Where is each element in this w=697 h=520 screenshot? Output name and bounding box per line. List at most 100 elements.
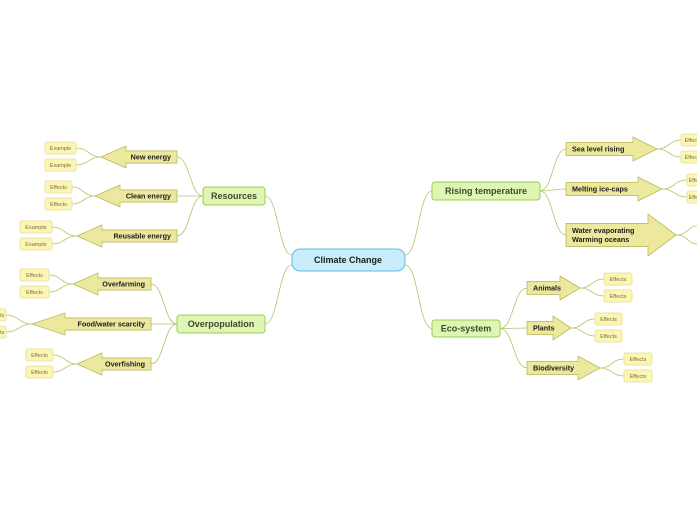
resources-item-1-connector [176, 156, 204, 197]
ecosystem-item-2-leaf-2-connector [570, 327, 596, 337]
ecosystem-item-3-leaf-1[interactable] [623, 352, 653, 366]
overpopulation-item-3-leaf-2-label: Effects [31, 370, 48, 376]
ecosystem-item-1-leaf-1-label: Effects [610, 277, 627, 283]
resources-item-2-leaf-1[interactable] [44, 180, 73, 194]
overpopulation-item-3-leaf-1-label: Effects [31, 353, 48, 359]
rising-item-2-leaf-1[interactable] [686, 173, 697, 187]
ecosystem-item-3-leaf-2-connector [599, 367, 625, 377]
overpopulation-item-1-leaf-2-label: Effects [26, 290, 43, 296]
ecosystem-item-3-leaf-1-connector [599, 358, 625, 369]
rising-item-1-arrow[interactable] [565, 136, 658, 162]
ecosystem-item-1-leaf-1[interactable] [603, 272, 633, 286]
ecosystem-item-1-label: Animals [533, 283, 561, 292]
ecosystem-item-3-connector [499, 328, 528, 369]
ecosystem-item-2-leaf-2[interactable] [594, 329, 623, 343]
rising-connector [404, 190, 433, 256]
rising-item-2-label: Melting ice-caps [572, 184, 628, 193]
resources-item-3-connector [176, 195, 204, 237]
resources-item-3-leaf-2-label: Example [25, 242, 46, 248]
resources-item-1-arrow[interactable] [100, 145, 178, 169]
ecosystem-item-1-leaf-2-label: Effects [610, 294, 627, 300]
ecosystem-item-2-leaf-2-label: Effects [600, 334, 617, 340]
overpopulation-item-2-leaf-1[interactable] [0, 308, 7, 322]
rising-item-1-leaf-2[interactable] [680, 150, 697, 164]
rising-item-3-connector [539, 190, 567, 236]
resources-item-2-leaf-2[interactable] [44, 197, 73, 211]
overpopulation-item-3-leaf-1[interactable] [25, 348, 54, 362]
connector-layer [5, 139, 697, 377]
resources-item-1-leaf-2-connector [75, 156, 102, 166]
ecosystem-item-2-leaf-1[interactable] [594, 312, 623, 326]
overpopulation-item-2-leaf-2[interactable] [0, 325, 7, 339]
resources-item-2-arrow[interactable] [94, 184, 178, 208]
ecosystem-item-1-leaf-2-connector [579, 287, 605, 297]
ecosystem-item-3-arrow[interactable] [526, 355, 601, 381]
overpopulation-item-1-leaf-1-connector [48, 274, 74, 285]
resources-item-1-leaf-1-connector [75, 147, 102, 158]
overpopulation-item-2-leaf-1-connector [5, 314, 33, 325]
resources-item-3-arrow[interactable] [76, 224, 178, 248]
overpopulation-item-1-leaf-2[interactable] [19, 285, 50, 299]
ecosystem-item-1-leaf-1-connector [579, 278, 605, 289]
resources-item-3-label: Reusable energy [113, 231, 171, 240]
rising-item-2-leaf-2-label: Effects [689, 195, 697, 201]
rising-item-3-stub-bottom [675, 234, 697, 245]
ecosystem-item-2-arrow[interactable] [526, 315, 572, 341]
ecosystem-connector [404, 264, 433, 329]
central-topic-label: Climate Change [314, 255, 382, 265]
resources-item-3-leaf-1-connector [51, 226, 78, 237]
overpopulation-item-2-leaf-1-label: Effects [0, 313, 5, 319]
resources-topic[interactable] [202, 186, 266, 206]
rising-item-1-leaf-2-label: Effects [685, 155, 697, 161]
overpopulation-item-3-leaf-2-connector [52, 363, 78, 373]
resources-item-1-leaf-2[interactable] [44, 158, 77, 172]
rising-item-3-arrow[interactable] [565, 213, 677, 257]
rising-item-2-leaf-2[interactable] [686, 190, 697, 204]
ecosystem-item-3-leaf-1-label: Effects [630, 357, 647, 363]
ecosystem-topic[interactable] [431, 319, 501, 338]
rising-item-1-leaf-1[interactable] [680, 133, 697, 147]
resources-item-1-leaf-2-label: Example [50, 163, 71, 169]
rising-item-1-leaf-1-label: Effects [685, 138, 697, 144]
overpopulation-item-1-label: Overfarming [102, 279, 145, 288]
overpopulation-topic[interactable] [176, 314, 266, 334]
overpopulation-item-3-label: Overfishing [105, 359, 145, 368]
resources-item-1-leaf-1[interactable] [44, 141, 77, 155]
ecosystem-item-1-arrow[interactable] [526, 275, 581, 301]
rising-topic[interactable] [431, 181, 541, 201]
resources-item-2-label: Clean energy [126, 191, 171, 200]
rising-item-1-leaf-1-connector [656, 139, 682, 150]
ecosystem-item-3-leaf-2[interactable] [623, 369, 653, 383]
resources-connector [264, 195, 293, 256]
overpopulation-item-2-leaf-2-connector [5, 323, 33, 333]
overpopulation-item-3-leaf-1-connector [52, 354, 78, 365]
rising-item-1-connector [539, 148, 567, 192]
resources-item-3-leaf-1[interactable] [19, 220, 53, 234]
rising-item-2-connector [539, 188, 567, 192]
resources-item-3-leaf-2[interactable] [19, 237, 53, 251]
overpopulation-item-1-leaf-1-label: Effects [26, 273, 43, 279]
ecosystem-item-1-connector [499, 287, 528, 329]
overpopulation-item-2-arrow[interactable] [30, 312, 152, 336]
overpopulation-item-1-arrow[interactable] [72, 272, 152, 296]
resources-item-1-label: New energy [131, 152, 171, 161]
ecosystem-item-3-leaf-2-label: Effects [630, 374, 647, 380]
overpopulation-item-3-leaf-2[interactable] [25, 365, 54, 379]
rising-item-1-label: Sea level rising [572, 144, 624, 153]
ecosystem-topic-label: Eco-system [441, 323, 492, 333]
rising-item-2-arrow[interactable] [565, 176, 663, 202]
rising-item-1-leaf-2-connector [656, 148, 682, 158]
ecosystem-item-2-label: Plants [533, 323, 555, 332]
resources-item-2-leaf-2-label: Effects [50, 202, 67, 208]
ecosystem-item-1-leaf-2[interactable] [603, 289, 633, 303]
ecosystem-item-2-leaf-1-connector [570, 318, 596, 329]
overpopulation-item-1-leaf-2-connector [48, 283, 74, 293]
overpopulation-item-1-leaf-1[interactable] [19, 268, 50, 282]
overpopulation-item-1-connector [150, 283, 178, 325]
central-topic[interactable] [291, 248, 406, 272]
overpopulation-item-3-arrow[interactable] [76, 352, 152, 376]
